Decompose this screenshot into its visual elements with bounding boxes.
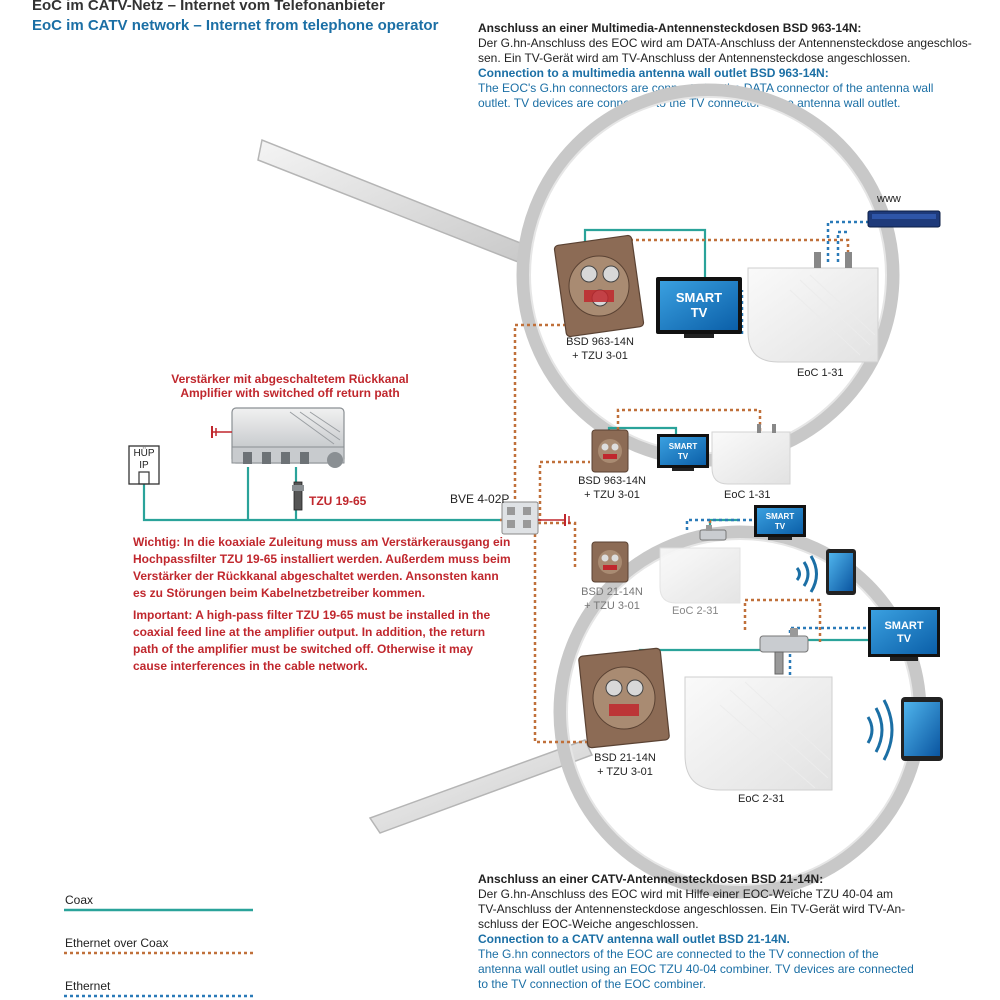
legend-coax-label: Coax	[65, 893, 94, 907]
amplifier-device	[211, 407, 345, 468]
eoc-2-31-bottom	[684, 676, 833, 791]
bottom-info-block: Anschluss an einer CATV-Antennensteckdos…	[478, 872, 993, 992]
bottom-info-line-de-1: Der G.hn-Anschluss des EOC wird mit Hilf…	[478, 887, 894, 901]
outlet-21-small-label: BSD 21-14N+ TZU 3-01	[581, 586, 643, 612]
warning-en-2: coaxial feed line at the amplifier outpu…	[133, 625, 486, 639]
ethernet-www-line	[826, 220, 870, 262]
warning-de-1: Wichtig: In die koaxiale Zuleitung muss …	[133, 535, 511, 549]
eoc-1-31-mid	[711, 424, 791, 485]
amplifier-label-de: Verstärker mit abgeschaltetem Rückkanal	[171, 372, 409, 386]
diagram-title-de: EoC im CATV-Netz – Internet vom Telefona…	[32, 0, 385, 14]
bottom-info-line-en-1: The G.hn connectors of the EOC are conne…	[478, 947, 879, 961]
bottom-info-heading-en: Connection to a CATV antenna wall outlet…	[478, 932, 790, 946]
smart-tv-small	[754, 505, 806, 540]
outlet-21-bottom-label: BSD 21-14N+ TZU 3-01	[594, 752, 656, 778]
warning-en-3: path of the amplifier must be switched o…	[133, 642, 474, 656]
bottom-info-heading-de: Anschluss an einer CATV-Antennensteckdos…	[478, 872, 824, 886]
amplifier-label-en: Amplifier with switched off return path	[180, 386, 400, 400]
outlet-bsd-963-mid	[591, 429, 629, 473]
eoc-131-mid-label: EoC 1-31	[724, 489, 771, 501]
warning-block: Wichtig: In die koaxiale Zuleitung muss …	[133, 534, 513, 675]
bottom-info-line-de-3: schluss der EOC-Weiche angeschlossen.	[478, 917, 699, 931]
amplifier-label: Verstärker mit abgeschaltetem Rückkanal …	[150, 372, 430, 400]
outlet-bsd-963-top	[553, 234, 645, 338]
splitter-device	[501, 501, 570, 535]
top-info-heading-de: Anschluss an einer Multimedia-Antennenst…	[478, 21, 862, 35]
bottom-info-line-en-2: antenna wall outlet using an EOC TZU 40-…	[478, 962, 914, 976]
filter-label: TZU 19-65	[309, 494, 367, 508]
diagram-title-en: EoC im CATV network – Internet from tele…	[32, 17, 439, 34]
smart-tv-bottom	[868, 607, 940, 661]
outlet-bsd-21-small	[591, 541, 629, 583]
router-icon	[867, 210, 941, 228]
warning-de-3: Verstärker der Rückkanal abgeschaltet we…	[133, 569, 499, 583]
bottom-info-line-de-2: TV-Anschluss der Antennensteckdose anges…	[478, 902, 906, 916]
smart-tv-top	[656, 277, 742, 338]
warning-en-1: Important: A high-pass filter TZU 19-65 …	[133, 608, 491, 622]
top-info-line-de-2: sen. Ein TV-Gerät wird am TV-Anschluss d…	[478, 51, 911, 65]
smart-tv-mid	[657, 434, 709, 471]
legend-eoc-label: Ethernet over Coax	[65, 936, 169, 950]
magnifier-handle-top	[257, 138, 530, 263]
huep-box	[128, 445, 160, 485]
splitter-label: BVE 4-02P	[450, 492, 510, 506]
top-info-heading-en: Connection to a multimedia antenna wall …	[478, 66, 829, 80]
wifi-icon	[795, 555, 894, 761]
warning-en-4: cause interferences in the cable network…	[133, 659, 368, 673]
tablet-icon	[826, 549, 943, 761]
eoc-231-small-label: EoC 2-31	[672, 605, 719, 617]
legend-ethernet-label: Ethernet	[65, 979, 111, 993]
warning-de-4: es zu Störungen beim Kabelnetzbetreiber …	[133, 586, 426, 600]
outlet-bsd-21-bottom	[578, 647, 670, 749]
outlet-963-top-label: BSD 963-14N+ TZU 3-01	[566, 336, 634, 362]
combiner-icon	[699, 525, 809, 675]
eoc-231-bottom-label: EoC 2-31	[738, 793, 785, 805]
outlet-963-mid-label: BSD 963-14N+ TZU 3-01	[578, 475, 646, 501]
eoc-131-top-label: EoC 1-31	[797, 367, 844, 379]
magnifier-handle-bottom	[368, 739, 594, 834]
coax-feed-line	[142, 484, 500, 522]
eoc-1-31-top	[747, 252, 879, 363]
top-info-line-de-1: Der G.hn-Anschluss des EOC wird am DATA-…	[478, 36, 972, 50]
www-label: www	[877, 193, 901, 205]
warning-de-2: Hochpassfilter TZU 19-65 installiert wer…	[133, 552, 511, 566]
eoc-2-31-small	[659, 547, 741, 604]
eoc-data-line-top	[596, 238, 850, 262]
bottom-info-line-en-3: to the TV connection of the EOC combiner…	[478, 977, 706, 991]
highpass-filter	[293, 481, 303, 511]
